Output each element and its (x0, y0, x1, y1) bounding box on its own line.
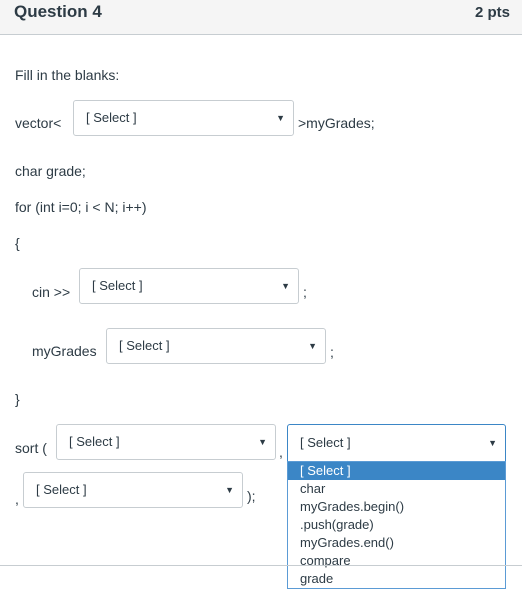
blank-select-1[interactable]: [ Select ] ▼ (73, 100, 294, 136)
code-char-decl: char grade; (15, 163, 86, 179)
code-cin: cin >> (32, 284, 71, 300)
footer-divider (0, 565, 522, 566)
select-label: [ Select ] (36, 482, 87, 497)
code-comma-2: , (15, 491, 19, 507)
chevron-down-icon: ▼ (225, 485, 234, 495)
chevron-down-icon: ▼ (281, 281, 290, 291)
select-dropdown-list: [ Select ] char myGrades.begin() .push(g… (287, 461, 506, 589)
code-comma-1: , (279, 444, 283, 460)
code-semicolon-1: ; (303, 284, 307, 300)
question-header: Question 4 2 pts (0, 0, 522, 35)
code-vector-prefix: vector< (15, 115, 62, 131)
dropdown-option[interactable]: [ Select ] (288, 462, 505, 480)
dropdown-option[interactable]: myGrades.begin() (300, 499, 405, 514)
dropdown-option[interactable]: .push(grade) (300, 517, 374, 532)
chevron-down-icon: ▼ (488, 438, 497, 448)
blank-select-4[interactable]: [ Select ] ▼ (56, 424, 276, 460)
code-close-brace: } (15, 391, 20, 407)
select-label: [ Select ] (300, 435, 351, 450)
code-open-brace: { (15, 235, 20, 251)
select-label: [ Select ] (92, 278, 143, 293)
dropdown-option[interactable]: compare (300, 553, 351, 568)
blank-select-2[interactable]: [ Select ] ▼ (79, 268, 299, 304)
code-sort-open: sort ( (15, 440, 47, 456)
code-close-paren: ); (247, 488, 256, 504)
code-for-line: for (int i=0; i < N; i++) (15, 199, 147, 215)
select-label: [ Select ] (86, 110, 137, 125)
question-points: 2 pts (474, 4, 510, 21)
blank-select-3[interactable]: [ Select ] ▼ (106, 328, 326, 364)
select-label: [ Select ] (119, 338, 170, 353)
dropdown-option[interactable]: myGrades.end() (300, 535, 394, 550)
chevron-down-icon: ▼ (308, 341, 317, 351)
dropdown-option[interactable]: grade (300, 571, 334, 586)
select-label: [ Select ] (69, 434, 120, 449)
dropdown-option[interactable]: char (300, 481, 326, 496)
code-mygrades: myGrades (32, 343, 97, 359)
blank-select-6[interactable]: [ Select ] ▼ (23, 472, 243, 508)
blank-select-5[interactable]: [ Select ] ▼ (287, 424, 506, 462)
chevron-down-icon: ▼ (276, 113, 285, 123)
chevron-down-icon: ▼ (258, 437, 267, 447)
code-vector-suffix: >myGrades; (298, 115, 375, 131)
prompt-text: Fill in the blanks: (15, 67, 120, 83)
code-semicolon-2: ; (330, 344, 334, 360)
question-title: Question 4 (14, 2, 102, 21)
